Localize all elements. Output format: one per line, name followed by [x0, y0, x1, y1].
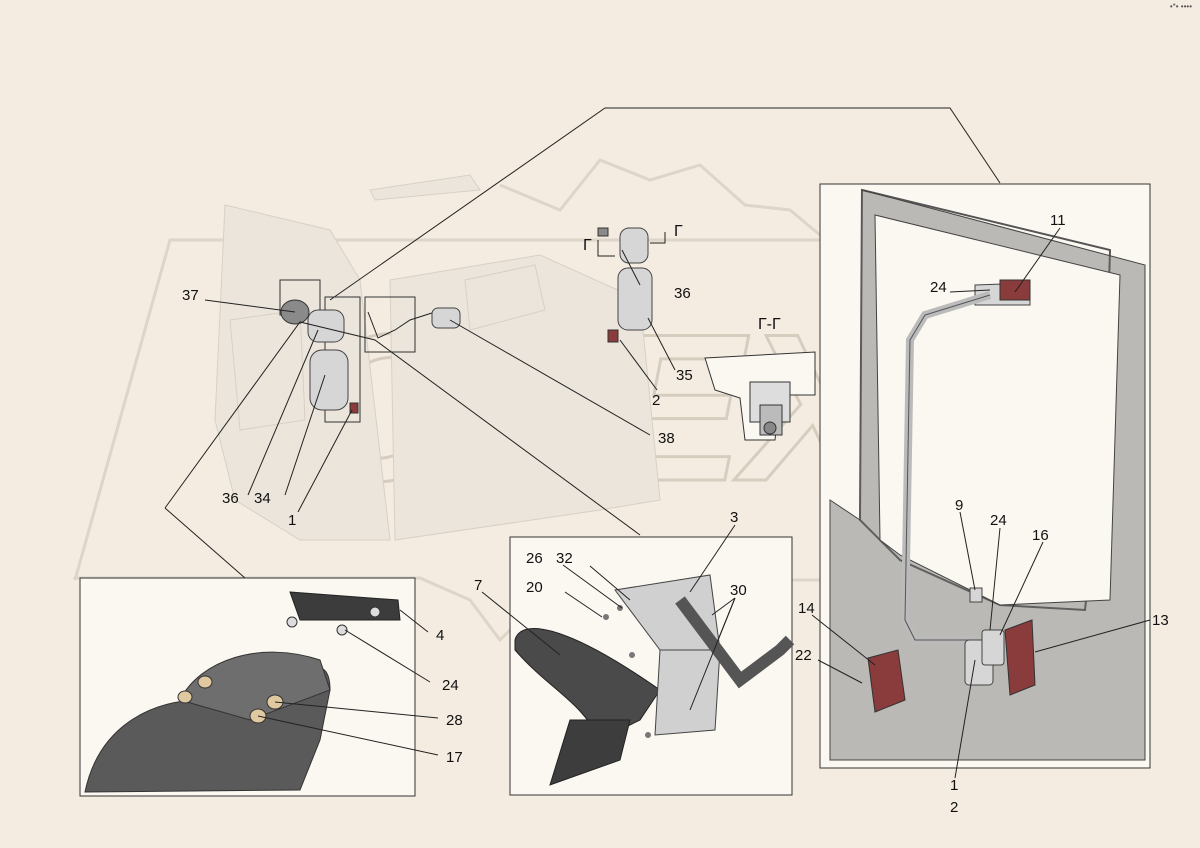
callout-17: 17 [446, 749, 463, 766]
callout-38: 38 [658, 430, 675, 447]
leader-top [329, 107, 1001, 301]
callout-9: 9 [955, 497, 963, 514]
callout-7: 7 [474, 577, 482, 594]
callout-1-cab: 1 [288, 512, 296, 529]
right-panel-parts [829, 188, 1146, 761]
callout-32: 32 [556, 550, 573, 567]
section-view [704, 351, 816, 441]
cab-mirror-assembly [280, 299, 461, 414]
callout-30: 30 [730, 582, 747, 599]
part-38 [431, 307, 461, 329]
section-marker: Г Г Г-Г [583, 223, 781, 333]
cab-silhouette [214, 174, 661, 541]
callout-37: 37 [182, 287, 199, 304]
mirror-upper [307, 309, 345, 343]
callout-labels: 37 36 34 1 36 35 2 38 4 24 28 17 7 3 26 … [182, 212, 1169, 816]
mirror-lower [309, 349, 349, 411]
section-arrow-left: Г [583, 237, 592, 254]
part-1-small [349, 402, 359, 414]
callout-2-bottom: 2 [950, 799, 958, 816]
callout-14: 14 [798, 600, 815, 617]
callout-34: 34 [254, 490, 271, 507]
section-title: Г-Г [758, 316, 781, 333]
callout-35: 35 [676, 367, 693, 384]
callout-11: 11 [1050, 212, 1066, 229]
right-mirror-pair [597, 227, 653, 343]
corner-mark: •*• •••• [1169, 2, 1192, 11]
callout-22: 22 [795, 647, 812, 664]
callout-2-mirror: 2 [652, 392, 660, 409]
middle-panel-parts [514, 574, 795, 786]
callout-16: 16 [1032, 527, 1049, 544]
callout-24-left: 24 [442, 677, 459, 694]
callout-24-bottom: 24 [990, 512, 1007, 529]
callout-36-right: 36 [674, 285, 691, 302]
callout-1-bottom: 1 [950, 777, 958, 794]
callout-20: 20 [526, 579, 543, 596]
detail-frame-3 [364, 296, 416, 353]
left-panel-parts [84, 591, 401, 793]
callout-13: 13 [1152, 612, 1169, 629]
callout-36-left: 36 [222, 490, 239, 507]
callout-26: 26 [526, 550, 543, 567]
callout-28: 28 [446, 712, 463, 729]
section-arrow-right: Г [674, 223, 683, 240]
callout-24-top: 24 [930, 279, 947, 296]
callout-3: 3 [730, 509, 738, 526]
callout-4: 4 [436, 627, 444, 644]
